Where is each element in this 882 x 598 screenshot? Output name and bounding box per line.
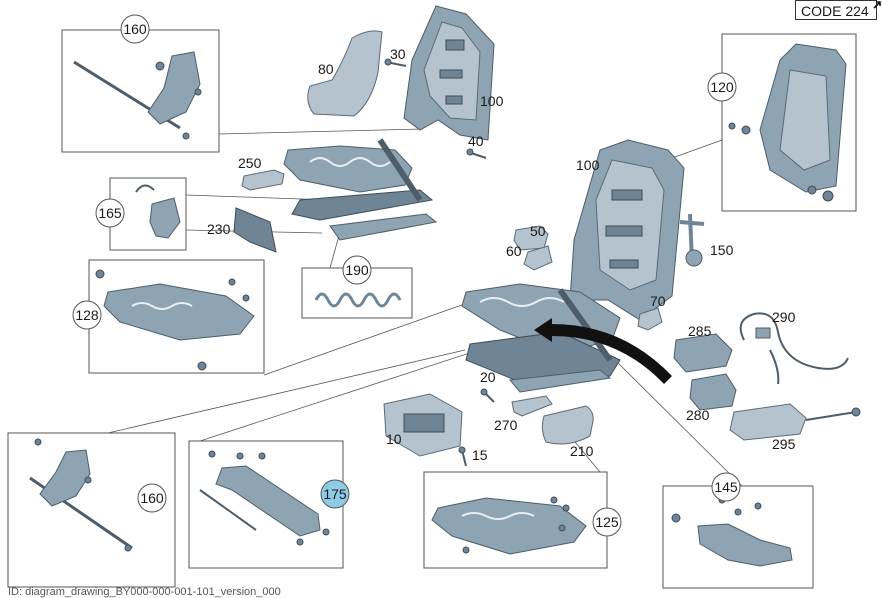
- tray-10: [383, 393, 463, 457]
- callout-280: 280: [686, 407, 710, 423]
- callout-60: 60: [506, 243, 522, 259]
- external-link-icon[interactable]: [872, 0, 882, 10]
- lever-150: [679, 213, 705, 267]
- trim-panel-230: [233, 207, 277, 253]
- module-280: [689, 373, 737, 411]
- screw-15: [458, 446, 467, 467]
- callout-230: 230: [207, 221, 231, 237]
- leader-line: [107, 349, 466, 434]
- trim-270: [511, 395, 553, 417]
- callout-250: 250: [238, 155, 262, 171]
- leader-line: [218, 128, 424, 135]
- svg-text:128: 128: [75, 307, 99, 323]
- callout-circle-120: 120: [707, 72, 737, 102]
- svg-text:120: 120: [710, 79, 734, 95]
- callout-70: 70: [650, 293, 666, 309]
- callout-50: 50: [530, 223, 546, 239]
- leader-line: [614, 359, 743, 487]
- svg-text:145: 145: [714, 479, 738, 495]
- harness-290: [739, 312, 849, 385]
- cushion-pan-128: [95, 269, 255, 371]
- motor-145: [671, 496, 793, 567]
- footer-id-text: ID: diagram_drawing_BY000-000-001-101_ve…: [8, 586, 281, 598]
- leader-line: [263, 294, 491, 376]
- callout-circle-125: 125: [592, 507, 622, 537]
- bracket-60: [523, 245, 553, 271]
- callout-150: 150: [710, 242, 734, 258]
- control-unit-295: [729, 403, 861, 441]
- svg-text:160: 160: [140, 490, 164, 506]
- cover-70: [637, 307, 663, 331]
- callout-285: 285: [688, 323, 712, 339]
- callout-100-lower: 100: [576, 157, 600, 173]
- svg-text:190: 190: [345, 262, 369, 278]
- cover-210: [541, 405, 594, 445]
- callout-40: 40: [468, 133, 484, 149]
- motor-160-bottom: [29, 438, 133, 552]
- main-seat-assembly: [461, 139, 685, 393]
- code-label: CODE 224: [795, 0, 877, 20]
- detail-box-160-bottom: [7, 432, 176, 588]
- callout-290: 290: [772, 309, 796, 325]
- callout-15: 15: [472, 447, 488, 463]
- svg-text:160: 160: [123, 21, 147, 37]
- callout-210: 210: [570, 443, 594, 459]
- callout-20: 20: [480, 369, 496, 385]
- direction-arrow: [534, 318, 672, 384]
- track-175: [199, 450, 330, 546]
- callout-295: 295: [772, 436, 796, 452]
- callout-270: 270: [494, 417, 518, 433]
- spring-190: [314, 292, 402, 308]
- callout-80: 80: [318, 61, 334, 77]
- headrest-trim-80: [307, 30, 383, 117]
- callout-circle-160-bottom: 160: [137, 483, 167, 513]
- callout-100-upper: 100: [480, 93, 504, 109]
- module-285: [673, 333, 733, 373]
- upper-seat-assembly: [283, 5, 495, 241]
- screw-40: [466, 148, 487, 159]
- screw-30: [384, 58, 407, 67]
- callout-circle-145: 145: [711, 472, 741, 502]
- cushion-pan-125: [431, 496, 587, 555]
- callout-circle-190: 190: [342, 255, 372, 285]
- svg-text:175: 175: [323, 486, 347, 502]
- callout-circle-128: 128: [72, 300, 102, 330]
- callout-circle-165: 165: [95, 198, 125, 228]
- backrest-frame-120: [728, 43, 847, 202]
- svg-text:165: 165: [98, 205, 122, 221]
- motor-160-top: [73, 51, 202, 140]
- callout-10: 10: [386, 431, 402, 447]
- svg-text:125: 125: [595, 514, 619, 530]
- callout-30: 30: [390, 46, 406, 62]
- detail-box-120: [721, 33, 857, 212]
- screw-20: [480, 388, 495, 403]
- callout-circle-175-highlighted: 175: [320, 479, 350, 509]
- part-165: [135, 184, 181, 239]
- callout-circle-160-top: 160: [120, 14, 150, 44]
- trim-250: [241, 169, 285, 191]
